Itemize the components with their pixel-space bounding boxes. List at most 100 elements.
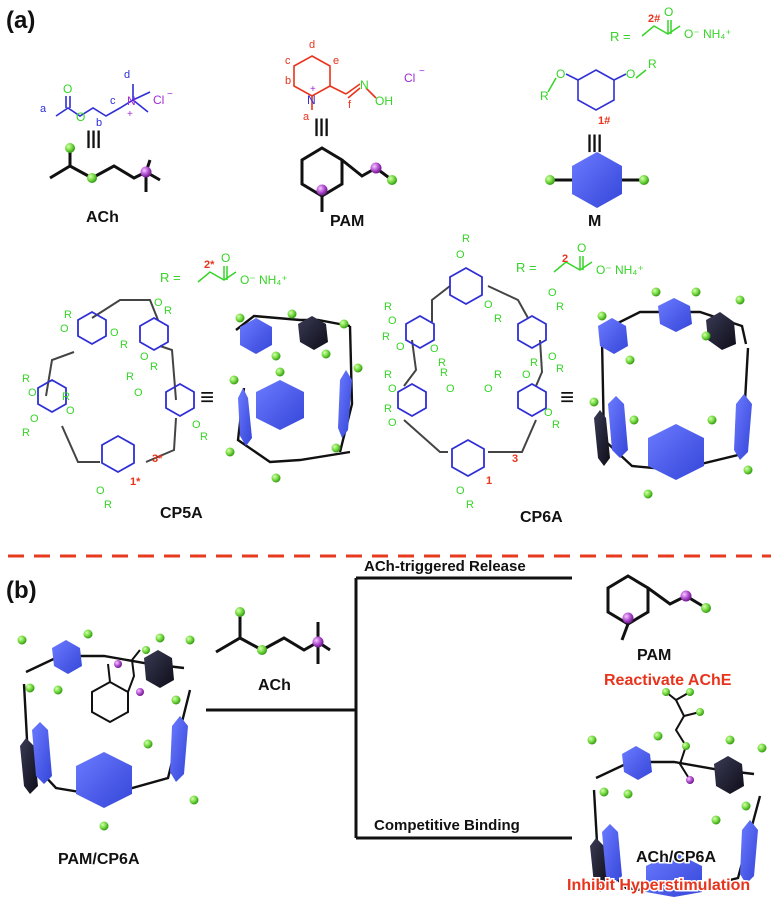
cp6a-pos1: 1 [486,475,492,487]
pam-name: PAM [330,213,364,230]
pam-label-c: c [285,55,291,67]
ach-cl-minus: − [167,89,173,100]
svg-text:O: O [430,343,439,355]
release-label: ACh-triggered Release [364,558,526,575]
ach-label-d: d [124,69,130,81]
cp5a-equiv: ≡ [200,384,214,411]
svg-text:R: R [466,499,474,511]
svg-text:O: O [388,417,397,429]
cp5a-r-eq: R = [160,270,181,285]
svg-text:R: R [126,371,134,383]
pam-structure [293,55,377,110]
inhibit-hyperstimulation-label: Inhibit Hyperstimulation [567,877,750,894]
pam-model [300,146,397,212]
cp6a-r-nh4: O⁻ NH₄⁺ [596,263,644,277]
svg-text:O: O [28,387,37,399]
panel-b-label: (b) [6,577,37,604]
m-r-eq: R = [610,29,631,44]
pam-label-d: d [309,39,315,51]
m-name: M [588,213,601,230]
pam-oh: OH [375,94,393,108]
m-r-o: O [664,5,673,19]
m-structure [565,69,627,111]
svg-text:O: O [30,413,39,425]
svg-text:R: R [150,361,158,373]
cp6a-equiv: ≡ [560,384,574,411]
cp5a-r-nh4: O⁻ NH₄⁺ [240,273,288,287]
panel-a-label: (a) [6,7,35,34]
pam-label-a: a [303,111,310,123]
cp5a-r-o: O [221,251,230,265]
svg-text:O: O [192,419,201,431]
svg-text:R: R [120,339,128,351]
ach-cp6a-complex [587,688,767,897]
svg-text:R: R [438,357,446,369]
m-r-label: 2# [648,13,660,25]
svg-text:O: O [446,383,455,395]
m-r-right: R [648,57,657,71]
released-pam-name: PAM [637,647,671,664]
ach-o-ester: O [76,110,85,124]
svg-text:R: R [22,427,30,439]
svg-text:R: R [530,357,538,369]
pam-n: N [307,93,316,107]
svg-text:O: O [548,351,557,363]
svg-text:R: R [104,499,112,511]
released-pam-model [606,574,711,641]
ach-plus: + [127,109,133,120]
svg-text:R: R [556,301,564,313]
m-r-nh4: O⁻ NH₄⁺ [684,27,732,41]
ach-cl: Cl [153,93,164,107]
svg-text:O: O [154,297,163,309]
cp6a-r-eq: R = [516,260,537,275]
cp6a-pos3: 3 [512,453,518,465]
svg-text:O: O [134,387,143,399]
svg-text:O: O [66,405,75,417]
svg-text:R: R [382,331,390,343]
svg-text:R: R [200,431,208,443]
ach-cp6a-name: ACh/CP6A [636,849,716,866]
ach-label-c: c [110,95,116,107]
m-o-right: O [626,67,635,81]
cp6a-r-label: 2 [562,253,568,265]
pam-cl: Cl [404,71,415,85]
ach-n: N [127,94,136,108]
cp5a-structure [37,299,195,474]
ach-name: ACh [86,209,119,226]
ach-o-carbonyl: O [63,82,72,96]
binding-label: Competitive Binding [374,817,520,834]
pam-equiv: ||| [314,116,329,136]
svg-text:O: O [396,341,405,353]
svg-text:O: O [456,485,465,497]
m-model [545,152,649,208]
ach-guest-name: ACh [258,677,291,694]
svg-text:R: R [552,419,560,431]
svg-text:R: R [384,301,392,313]
ach-equiv: ||| [86,128,101,148]
ach-model [49,143,161,192]
cp6a-r-group [553,256,593,273]
svg-text:O: O [388,315,397,327]
svg-text:R: R [384,369,392,381]
svg-text:O: O [388,383,397,395]
svg-text:R: R [556,363,564,375]
reaction-bracket [206,576,572,840]
svg-text:O: O [484,383,493,395]
svg-text:O: O [140,351,149,363]
cp6a-name: CP6A [520,509,563,526]
pam-guest-model [91,649,141,724]
svg-text:O: O [544,407,553,419]
reactivate-ache-label: Reactivate AChE [604,672,732,689]
svg-text:R: R [494,313,502,325]
cp6a-substituents: RO OR RO RO OR OR OR RO RO OR RO OR OR O… [382,233,564,511]
pam-n2: N [360,78,369,92]
pam-cp6a-name: PAM/CP6A [58,851,140,868]
svg-text:O: O [456,249,465,261]
cp5a-substituents: RO OR RO OR RO OR RO RO OR OR [22,297,208,511]
cp5a-name: CP5A [160,505,203,522]
svg-text:O: O [60,323,69,335]
pam-label-e: e [333,55,339,67]
svg-text:O: O [484,299,493,311]
cp5a-pos1: 1* [130,476,141,488]
